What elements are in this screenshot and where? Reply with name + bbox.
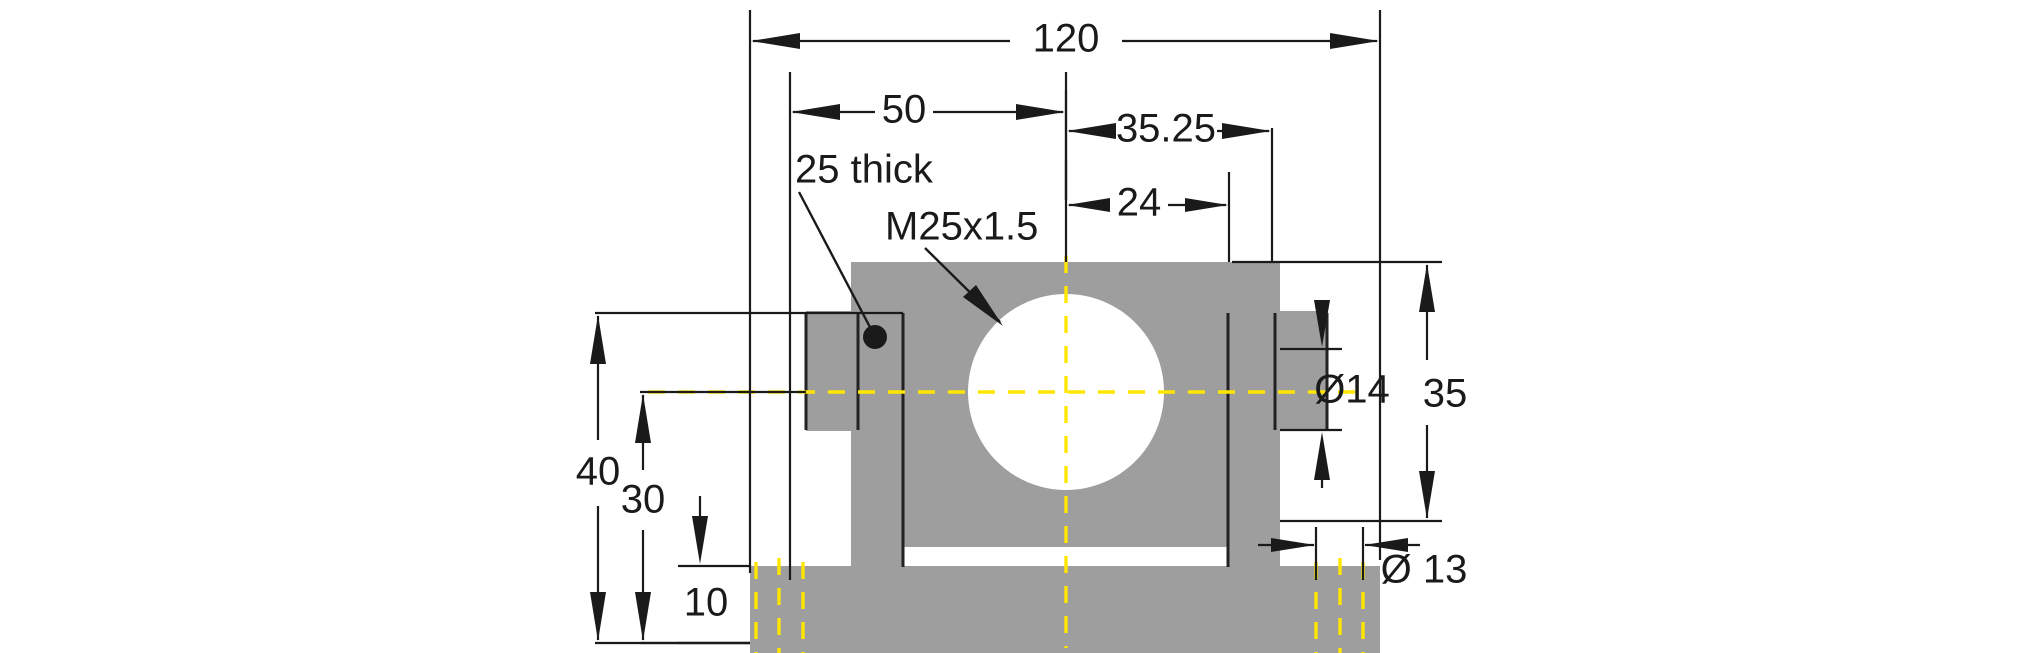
arrowhead-3525-right [1222, 123, 1271, 139]
dimension-boss-height: Ø14 [1280, 300, 1390, 488]
note-thread-spec: M25x1.5 [885, 205, 1038, 326]
right-leg [1228, 262, 1280, 567]
dimension-mounting-hole-dia: Ø 13 [1258, 527, 1467, 592]
arrowhead-40-bottom [590, 592, 606, 641]
arrowhead-10-top [692, 516, 708, 564]
base-plate [750, 566, 1380, 653]
dimension-boss-width: 24 [1064, 160, 1231, 262]
arrowhead-120-left [751, 33, 800, 49]
dim-label-d13: Ø 13 [1381, 548, 1468, 592]
dimension-upper-height: 35 [1232, 260, 1468, 523]
arrowhead-d14-top [1314, 300, 1330, 347]
arrowhead-24-right [1185, 198, 1228, 212]
right-boss [1275, 311, 1327, 431]
dim-label-35: 35 [1423, 372, 1468, 416]
note-label-m25: M25x1.5 [885, 205, 1038, 249]
arrowhead-50-right [1016, 104, 1065, 120]
arrowhead-d14-bottom [1314, 432, 1330, 480]
dim-label-40: 40 [576, 450, 621, 494]
dimension-center-height: 30 [621, 390, 806, 645]
dimension-center-to-right: 35.25 [1064, 90, 1274, 262]
arrowhead-d13-right [1364, 538, 1408, 552]
dim-label-24: 24 [1117, 181, 1162, 225]
arrowhead-35-bottom [1419, 471, 1435, 519]
arrowhead-120-right [1330, 33, 1379, 49]
arrowhead-50-left [791, 104, 840, 120]
arrowhead-30-top [635, 394, 651, 443]
note-label-25-thick: 25 thick [795, 148, 934, 192]
leader-arrowhead-m25 [963, 285, 1003, 326]
arrowhead-30-bottom [635, 592, 651, 641]
arrowhead-35-top [1419, 264, 1435, 312]
arrowhead-d13-left [1271, 538, 1315, 552]
arrowhead-40-top [590, 315, 606, 364]
dim-label-10: 10 [684, 581, 729, 625]
dimension-overall-width: 120 [748, 10, 1382, 573]
dim-label-50: 50 [882, 88, 927, 132]
dim-label-120: 120 [1033, 17, 1100, 61]
dimension-left-to-center: 50 [788, 72, 1068, 580]
dim-label-3525: 35.25 [1116, 107, 1216, 151]
dim-label-30: 30 [621, 478, 666, 522]
dimension-base-thickness: 10 [678, 496, 750, 645]
dim-label-d14: Ø14 [1314, 368, 1390, 412]
leader-dot-25-thick [863, 325, 887, 349]
leader-line-25-thick [797, 191, 874, 332]
arrowhead-3525-left [1067, 123, 1116, 139]
arrowhead-24-left [1067, 198, 1110, 212]
left-boss [806, 311, 858, 431]
note-plate-thickness: 25 thick [795, 148, 934, 349]
